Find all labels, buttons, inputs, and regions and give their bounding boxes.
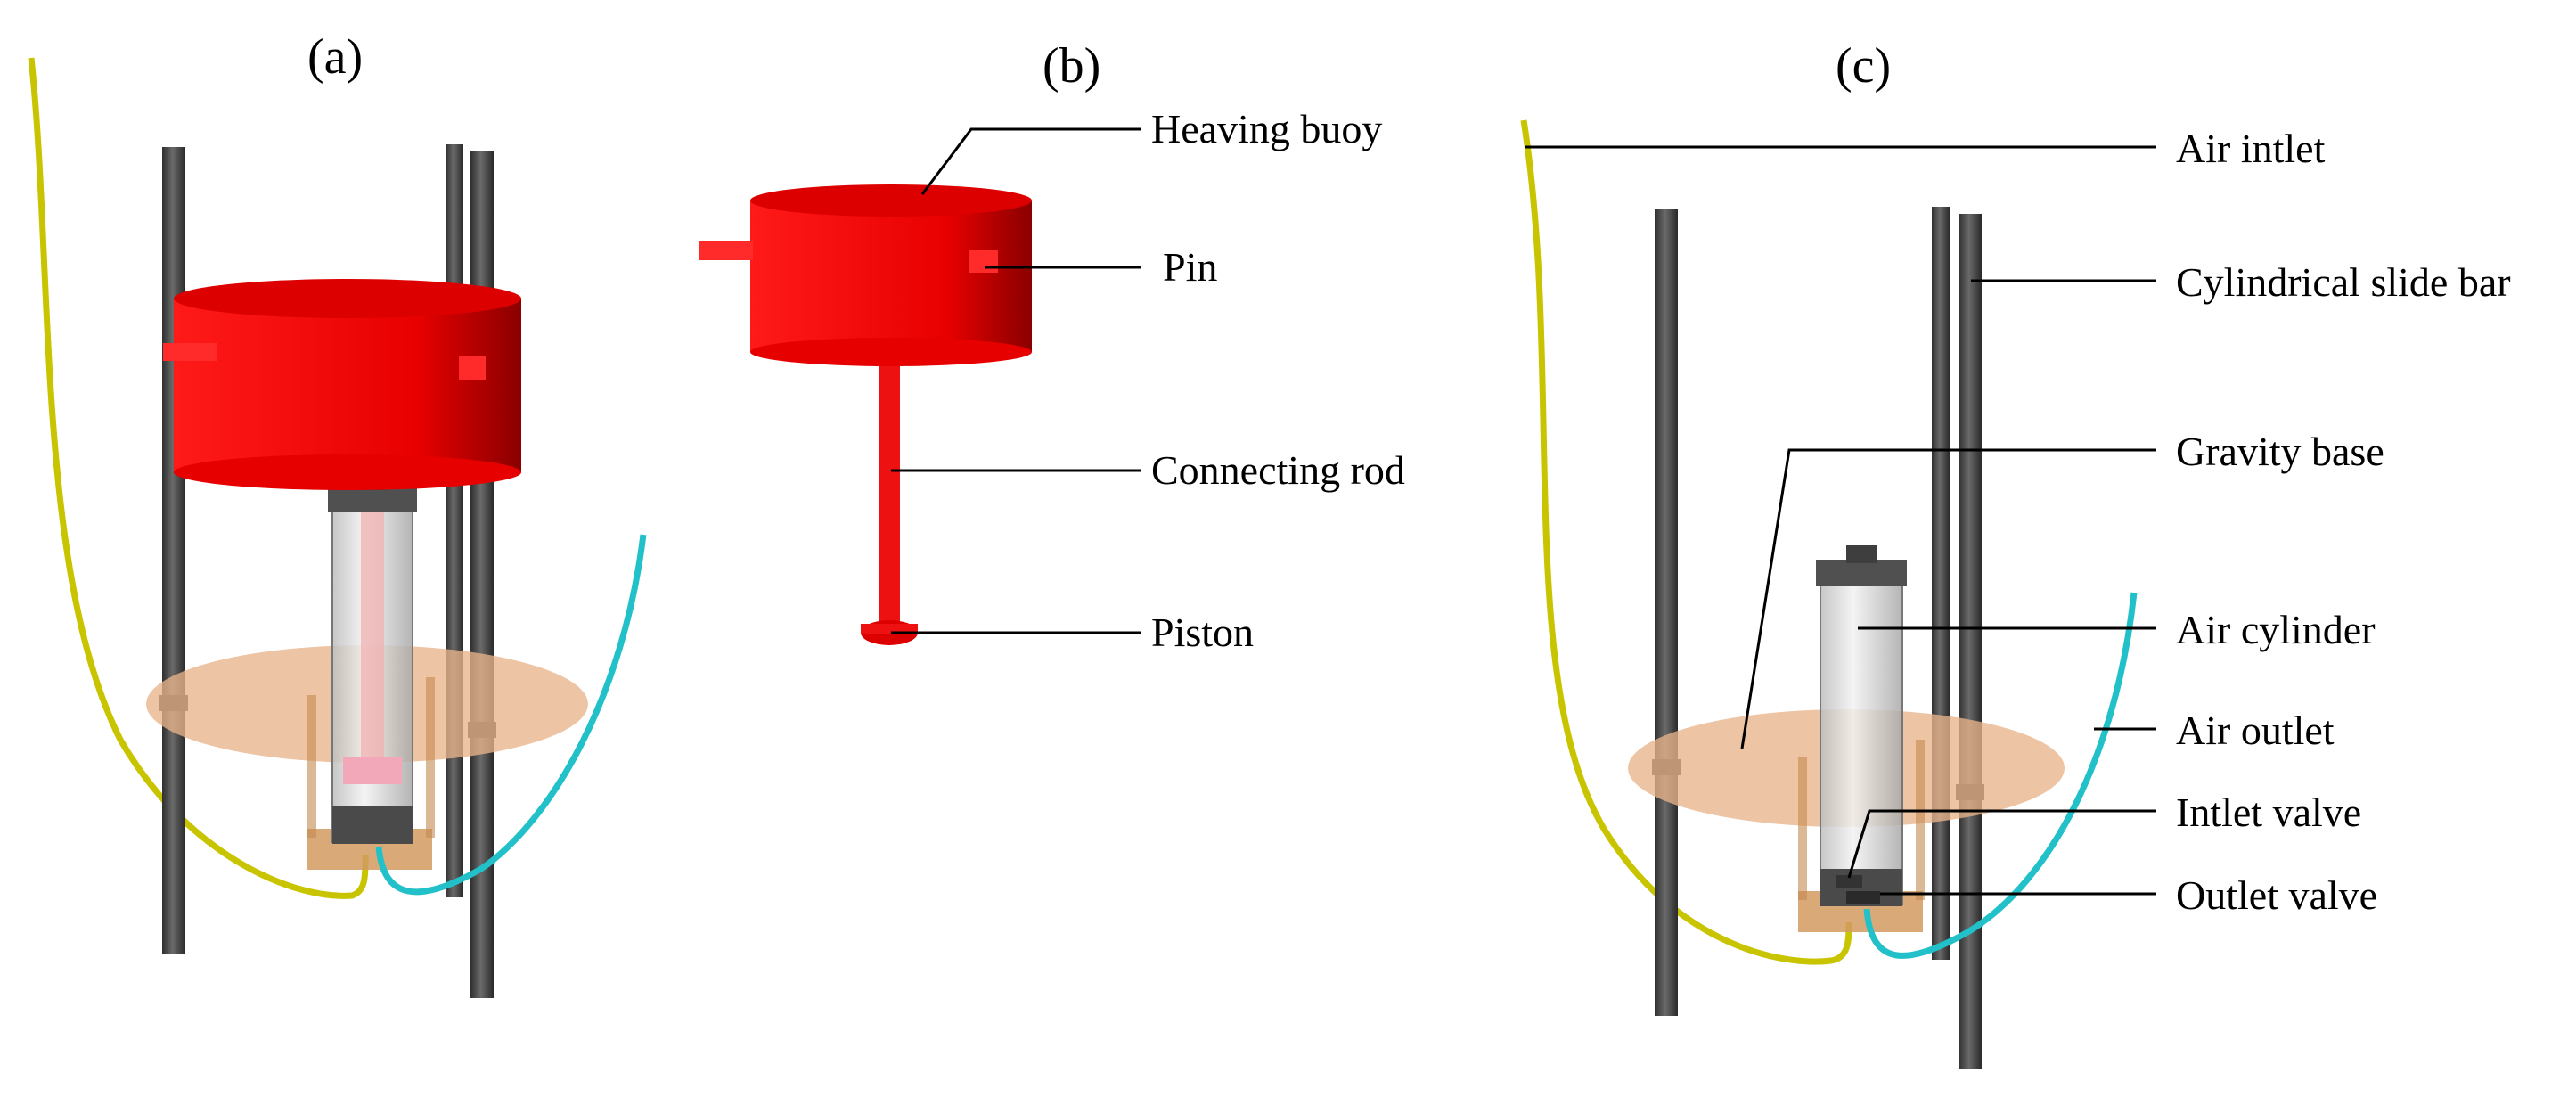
bracket-a-right-plate <box>426 677 435 838</box>
air-inlet-tube-a <box>28 57 369 899</box>
intlet-valve-c <box>1836 875 1862 888</box>
heaving-buoy-b-bottom <box>750 338 1032 366</box>
heaving-buoy-b-top <box>750 184 1032 217</box>
callout-air-intlet: Air intlet <box>2176 126 2326 171</box>
heaving-buoy-a-top <box>174 279 521 318</box>
panel-b-label: (b) <box>1043 38 1100 94</box>
panel-c-label: (c) <box>1836 38 1891 94</box>
callout-piston: Piston <box>1151 610 1254 655</box>
panel-a-label: (a) <box>307 29 363 85</box>
slide-bar-c-middle <box>1932 207 1950 960</box>
heaving-buoy-b-body <box>750 201 1032 352</box>
pin-a-left <box>163 343 217 361</box>
callout-heaving-buoy: Heaving buoy <box>1151 106 1382 151</box>
cylinder-cap-c <box>1816 560 1907 586</box>
air-outlet-tube-c <box>1863 592 2138 959</box>
air-inlet-tube-c <box>1520 119 1852 965</box>
leader-gravity-base <box>1740 448 2156 749</box>
slide-bar-c-right <box>1959 214 1982 1069</box>
slide-bar-a-middle <box>446 144 463 897</box>
piston-rod-a <box>361 499 384 766</box>
bracket-c-right-plate <box>1916 740 1925 900</box>
leader-heaving-buoy <box>920 127 1141 195</box>
bracket-c-left-plate <box>1798 757 1807 900</box>
connecting-rod-b <box>879 356 900 624</box>
pin-a-right <box>459 356 486 380</box>
outlet-valve-c <box>1846 891 1880 904</box>
callout-cylindrical-slide-bar: Cylindrical slide bar <box>2176 259 2511 305</box>
piston-a <box>343 757 402 784</box>
cylinder-bottom-a <box>332 806 413 844</box>
callout-air-cylinder: Air cylinder <box>2176 607 2376 652</box>
callout-air-outlet: Air outlet <box>2176 708 2335 753</box>
slide-bar-c-left <box>1655 209 1678 1016</box>
callout-gravity-base: Gravity base <box>2176 429 2384 474</box>
slide-bar-a-left <box>162 147 185 954</box>
pin-b-right <box>969 250 998 273</box>
panel-b: (b) Heaving buoy Pin Connecting rod Pist… <box>699 38 1405 655</box>
heaving-buoy-a-bottom <box>174 454 521 490</box>
heaving-buoy-a-body <box>174 299 521 472</box>
panel-c: (c) Air intlet Cylindric <box>1520 38 2511 1069</box>
callout-intlet-valve: Intlet valve <box>2176 790 2361 835</box>
pin-b-left <box>699 241 753 260</box>
air-outlet-tube-a <box>375 534 647 896</box>
leader-intlet-valve <box>1847 809 2156 879</box>
bracket-a-left-plate <box>307 695 316 838</box>
air-cylinder-c <box>1820 569 1903 905</box>
callout-connecting-rod: Connecting rod <box>1151 447 1405 493</box>
panel-a: (a) <box>28 29 647 998</box>
callout-outlet-valve: Outlet valve <box>2176 872 2377 918</box>
callout-pin: Pin <box>1163 244 1217 290</box>
cylinder-top-knob-c <box>1846 545 1877 563</box>
